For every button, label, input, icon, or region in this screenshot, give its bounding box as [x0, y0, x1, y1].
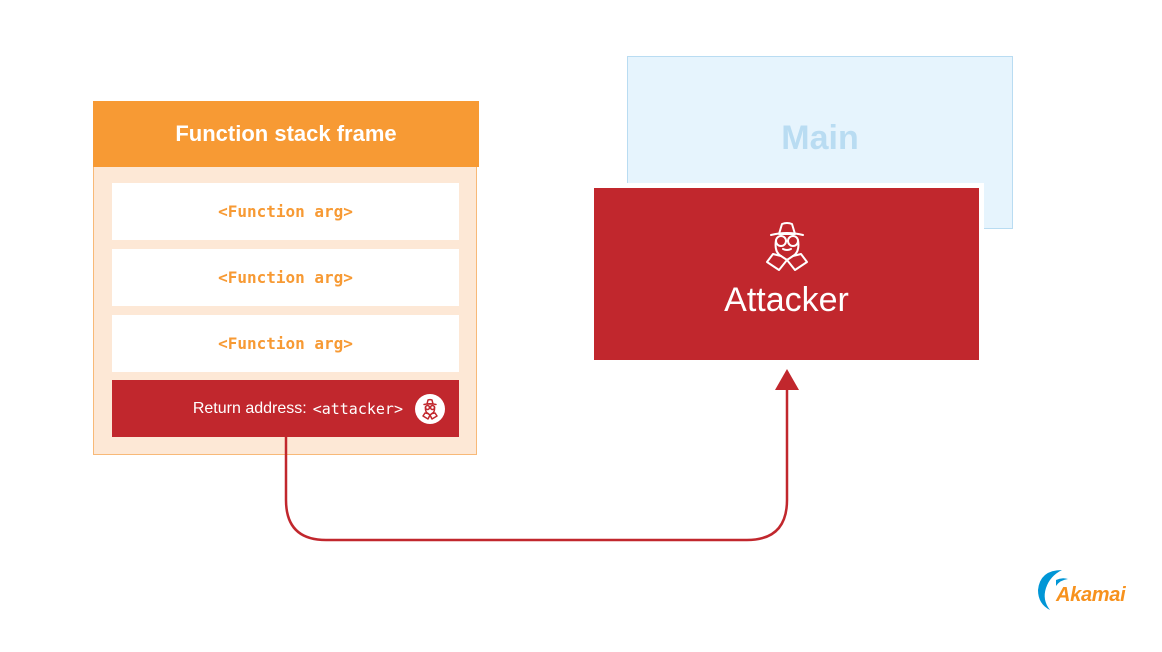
function-arg-slot: <Function arg> [112, 183, 459, 240]
akamai-logo: Akamai [1032, 566, 1142, 614]
function-stack-frame: Function stack frame <Function arg> <Fun… [93, 101, 479, 455]
arrow-head-icon [775, 369, 799, 390]
return-address-label: Return address: [192, 399, 307, 417]
return-address-value: <attacker> [312, 399, 403, 418]
logo-text: Akamai [1056, 584, 1126, 606]
spy-icon [766, 222, 808, 271]
frame-title: Function stack frame [93, 101, 479, 167]
return-address-slot: Return address: <attacker> [112, 380, 459, 437]
attacker-box: Attacker [589, 183, 984, 365]
main-label: Main [781, 119, 859, 157]
spy-icon [415, 393, 445, 424]
attacker-label: Attacker [724, 281, 849, 319]
function-arg-slot: <Function arg> [112, 315, 459, 372]
function-arg-slot: <Function arg> [112, 249, 459, 306]
